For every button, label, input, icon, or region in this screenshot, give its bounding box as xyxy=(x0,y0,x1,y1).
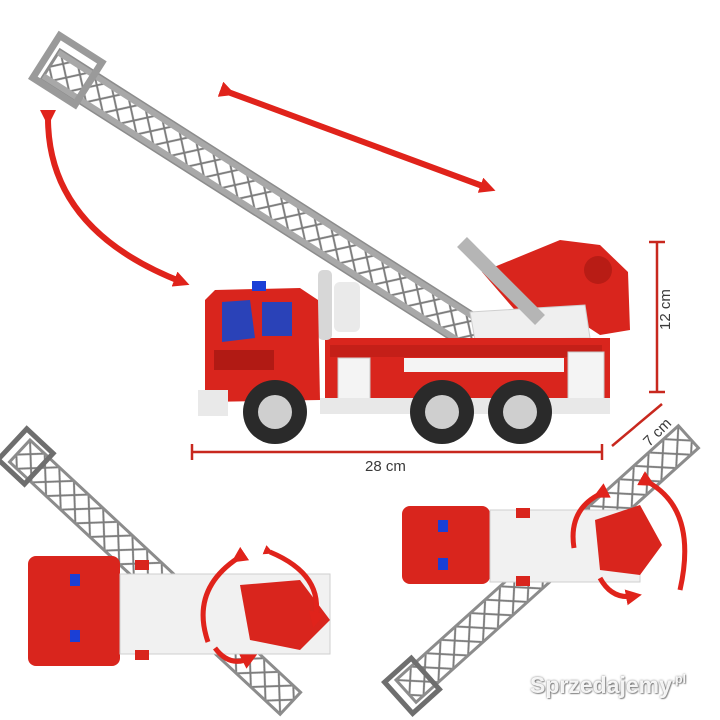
fire-truck-top-view-right xyxy=(381,423,701,717)
fire-truck-top-view-left xyxy=(0,425,331,717)
fire-truck-side-view xyxy=(28,30,630,444)
height-label: 12 cm xyxy=(657,289,674,330)
extend-arrow xyxy=(217,81,496,193)
watermark-tld: .pl xyxy=(671,672,686,686)
watermark: Sprzedajemy.pl xyxy=(530,672,686,699)
length-label: 28 cm xyxy=(365,458,406,475)
dimension-lines xyxy=(190,240,665,460)
lift-arc-arrow xyxy=(39,109,190,287)
wheels xyxy=(243,380,552,444)
watermark-brand: Sprzedajemy xyxy=(530,672,672,698)
